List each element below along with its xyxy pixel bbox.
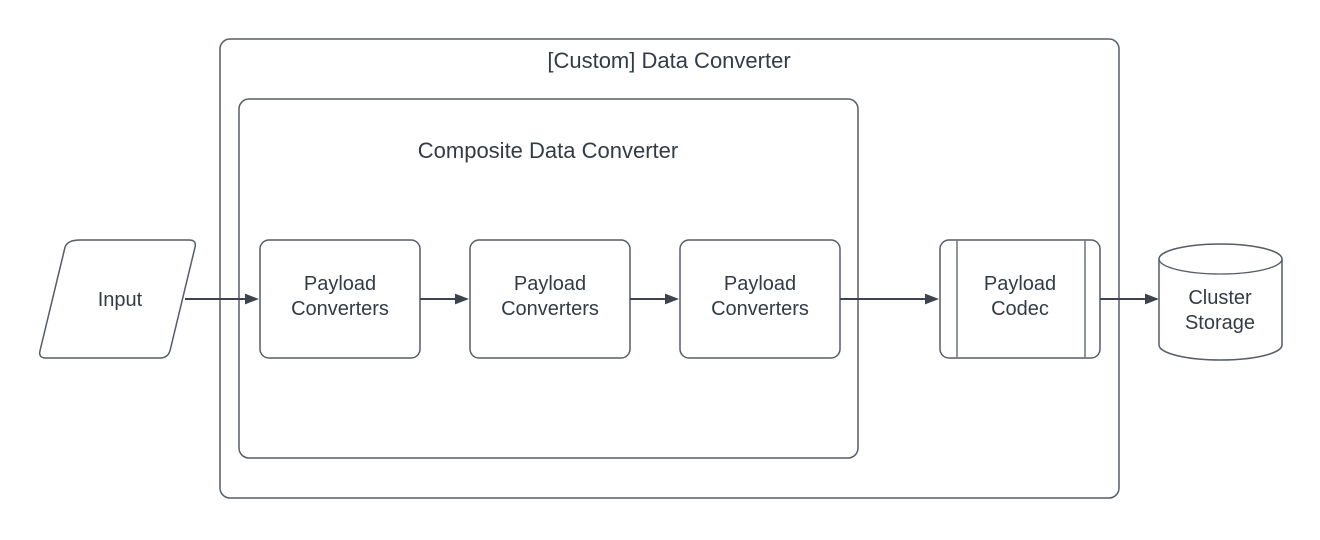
custom-container-title: [Custom] Data Converter <box>547 48 790 73</box>
cluster-storage-label-line1: Cluster <box>1188 287 1252 309</box>
composite-container-title: Composite Data Converter <box>418 138 678 163</box>
payload-converters-3-label-line1: Payload <box>724 273 796 295</box>
cluster-storage-label-line2: Storage <box>1185 312 1255 334</box>
payload-converters-3-label-line2: Converters <box>711 298 809 320</box>
cluster-storage-body <box>1158 243 1283 361</box>
arrow-head <box>455 293 469 305</box>
composite-data-converter-container: Composite Data Converter <box>238 98 859 459</box>
composite-container-border <box>238 98 859 459</box>
payload-codec-node: Payload Codec <box>939 239 1101 359</box>
arrow-input-to-converter1 <box>185 293 259 305</box>
arrow-converter2-to-converter3 <box>630 293 679 305</box>
arrow-head <box>665 293 679 305</box>
payload-converters-2-label-line1: Payload <box>514 273 586 295</box>
arrow-converter1-to-converter2 <box>420 293 469 305</box>
payload-converters-2-label-line2: Converters <box>501 298 599 320</box>
arrow-codec-to-storage <box>1100 293 1159 305</box>
input-node: Input <box>38 239 197 359</box>
input-label: Input <box>98 289 143 311</box>
payload-converters-1-label-line1: Payload <box>304 273 376 295</box>
arrow-head <box>925 293 939 305</box>
payload-codec-label-line1: Payload <box>984 273 1056 295</box>
payload-codec-label-line2: Codec <box>991 298 1049 320</box>
input-shape <box>38 239 197 359</box>
payload-converters-node-1: Payload Converters <box>259 239 421 359</box>
arrow-converter3-to-codec <box>840 293 939 305</box>
custom-data-converter-container: [Custom] Data Converter <box>219 38 1120 499</box>
custom-container-border <box>219 38 1120 499</box>
arrow-head <box>1145 293 1159 305</box>
cluster-storage-top-ellipse <box>1158 258 1283 275</box>
cluster-storage-node: Cluster Storage <box>1158 243 1283 361</box>
arrow-head <box>245 293 259 305</box>
payload-converters-1-label-line2: Converters <box>291 298 389 320</box>
payload-converters-node-2: Payload Converters <box>469 239 631 359</box>
payload-converters-node-3: Payload Converters <box>679 239 841 359</box>
